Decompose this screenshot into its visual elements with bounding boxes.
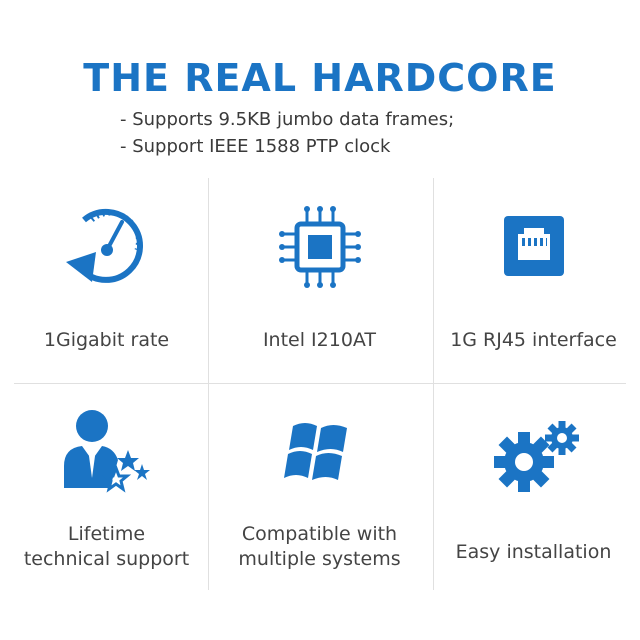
grid-divider [208,178,209,590]
feature-compatibility: Compatible with multiple systems [213,384,426,590]
feature-rj45: 1G RJ45 interface [427,178,640,383]
windows-logo-icon [213,420,426,486]
gears-icon [427,416,640,496]
grid-divider [433,178,434,590]
page-title: THE REAL HARDCORE [83,56,557,100]
feature-bullets: - Supports 9.5KB jumbo data frames; - Su… [120,106,454,160]
speedometer-icon [0,200,213,290]
feature-label: 1G RJ45 interface [450,329,617,351]
support-person-icon [0,408,213,498]
feature-label: 1Gigabit rate [43,329,170,351]
feature-label: Easy installation [455,541,612,563]
feature-label: Lifetime technical support [23,523,190,570]
feature-label: Compatible with multiple systems [238,523,401,570]
bullet-ptp-clock: - Support IEEE 1588 PTP clock [120,136,391,157]
grid-divider [14,383,626,384]
feature-support: Lifetime technical support [0,384,213,590]
feature-chip: Intel I210AT [213,178,426,383]
feature-installation: Easy installation [427,384,640,590]
feature-gigabit: 1Gigabit rate [0,178,213,383]
feature-label: Intel I210AT [262,329,377,351]
ethernet-port-icon [427,214,640,278]
bullet-jumbo-frames: - Supports 9.5KB jumbo data frames; [120,109,455,130]
chip-icon [213,204,426,290]
